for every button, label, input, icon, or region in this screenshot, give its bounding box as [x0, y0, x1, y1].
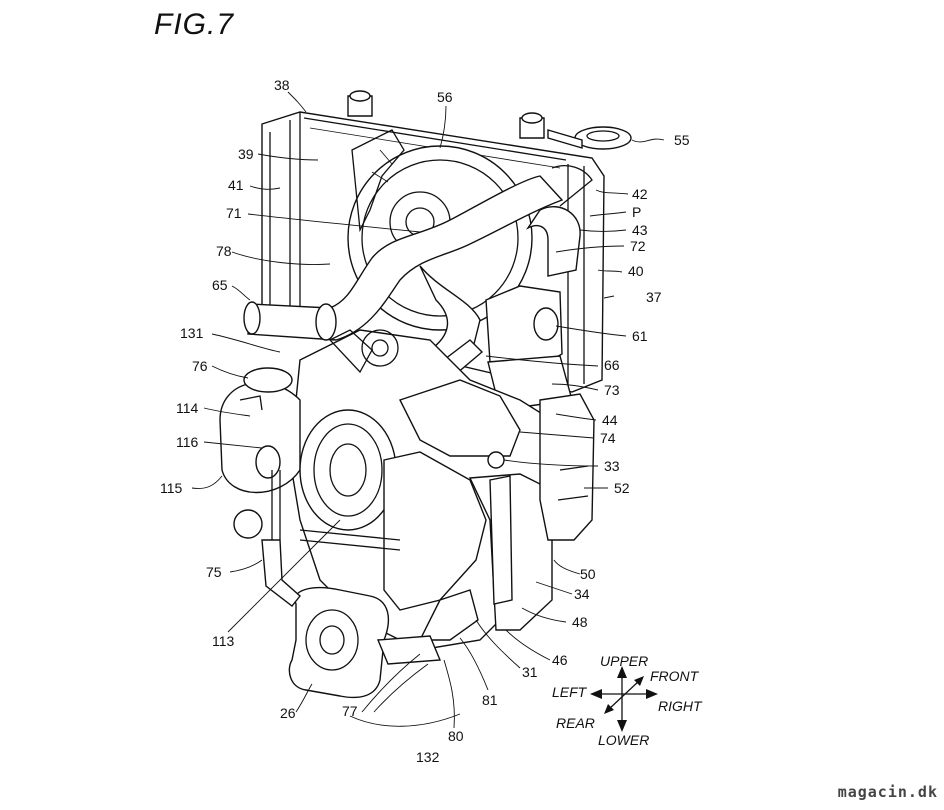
ref-132: 132: [416, 749, 440, 765]
ref-42: 42: [632, 186, 648, 202]
ref-73: 73: [604, 382, 620, 398]
ref-44: 44: [602, 412, 618, 428]
direction-upper: UPPER: [600, 653, 648, 669]
ref-80: 80: [448, 728, 464, 744]
ref-34: 34: [574, 586, 590, 602]
ref-P: P: [632, 204, 641, 220]
direction-indicator: UPPER FRONT LEFT RIGHT REAR LOWER: [552, 653, 703, 748]
ref-55: 55: [674, 132, 690, 148]
direction-right: RIGHT: [658, 698, 703, 714]
ref-116: 116: [176, 434, 199, 450]
ref-114: 114: [176, 400, 199, 416]
ref-48: 48: [572, 614, 588, 630]
ref-78: 78: [216, 243, 232, 259]
ref-77: 77: [342, 703, 358, 719]
ref-26: 26: [280, 705, 296, 721]
ref-31: 31: [522, 664, 538, 680]
ref-66: 66: [604, 357, 620, 373]
ref-41: 41: [228, 177, 244, 193]
ref-76: 76: [192, 358, 208, 374]
figure-title: FIG.7: [154, 8, 234, 42]
ref-115: 115: [160, 480, 183, 496]
ref-56: 56: [437, 89, 453, 105]
ref-39: 39: [238, 146, 254, 162]
ref-38: 38: [274, 77, 290, 93]
ref-46: 46: [552, 652, 568, 668]
ref-33: 33: [604, 458, 620, 474]
ref-71: 71: [226, 205, 242, 221]
ref-72: 72: [630, 238, 646, 254]
ref-61: 61: [632, 328, 648, 344]
ref-50: 50: [580, 566, 596, 582]
direction-rear: REAR: [556, 715, 595, 731]
ref-65: 65: [212, 277, 228, 293]
ref-81: 81: [482, 692, 498, 708]
ref-37: 37: [646, 289, 662, 305]
ref-74: 74: [600, 430, 616, 446]
ref-131: 131: [180, 325, 204, 341]
ref-113: 113: [212, 633, 235, 649]
direction-front: FRONT: [650, 668, 700, 684]
watermark: magacin.dk: [838, 783, 938, 801]
ref-75: 75: [206, 564, 222, 580]
direction-lower: LOWER: [598, 732, 649, 748]
ref-52: 52: [614, 480, 630, 496]
ref-43: 43: [632, 222, 648, 238]
direction-left: LEFT: [552, 684, 588, 700]
ref-40: 40: [628, 263, 644, 279]
